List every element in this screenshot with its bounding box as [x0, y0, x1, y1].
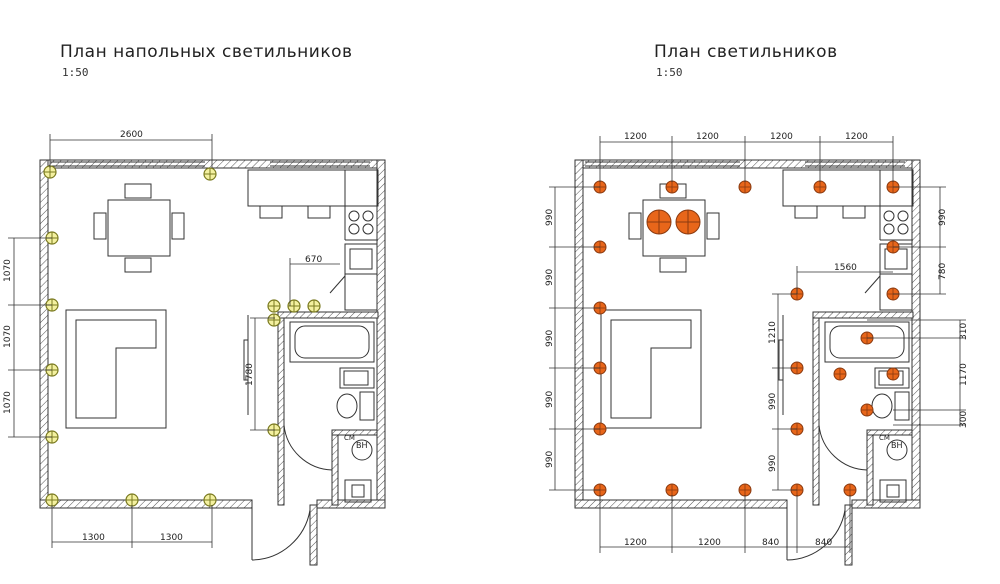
ceiling-fixture — [843, 483, 857, 497]
right-meter-label: CM — [879, 434, 890, 442]
dim-right-bottom-1: 1200 — [624, 538, 647, 548]
left-boiler-label: BH — [356, 441, 368, 450]
dim-right-bath-1: 310 — [959, 323, 969, 340]
ceiling-fixture — [665, 483, 679, 497]
left-plan-scale: 1:50 — [62, 66, 89, 79]
left-plan-title: План напольных светильников — [60, 42, 353, 62]
right-plan-title: План светильников — [654, 42, 838, 62]
floor-fixture — [203, 167, 217, 181]
dim-right-top-4: 1200 — [845, 132, 868, 142]
dim-left-v1: 1070 — [3, 259, 13, 282]
floor-fixture — [267, 313, 281, 327]
dim-right-bottom-4: 840 — [815, 538, 832, 548]
right-plan-scale: 1:50 — [656, 66, 683, 79]
dim-right-kitchen-offset: 1560 — [834, 263, 857, 273]
dim-right-right-top-1: 990 — [938, 209, 948, 226]
left-dimension-lines — [8, 134, 340, 548]
dim-left-v2: 1070 — [3, 325, 13, 348]
dim-right-top-1: 1200 — [624, 132, 647, 142]
dim-right-inner-1: 1210 — [768, 321, 778, 344]
dim-left-kitchen-offset: 670 — [305, 255, 322, 265]
dim-right-left-3: 990 — [545, 330, 555, 347]
right-dimension-labels: 1200 1200 1200 1200 990 990 990 990 990 … — [545, 132, 969, 548]
left-dimension-labels: 2600 1070 1070 1070 670 1780 1300 1300 — [3, 130, 322, 543]
ceiling-fixture — [833, 367, 847, 381]
floor-fixture — [267, 299, 281, 313]
ceiling-fixture — [860, 403, 874, 417]
floor-fixture — [45, 493, 59, 507]
dim-left-bottom-2: 1300 — [160, 533, 183, 543]
dim-right-inner-2: 990 — [768, 393, 778, 410]
ceiling-fixture — [886, 367, 900, 381]
dim-left-v3: 1070 — [3, 391, 13, 414]
ceiling-pendant-large — [675, 209, 701, 235]
right-dimension-lines — [549, 136, 966, 553]
ceiling-pendant-large — [646, 209, 672, 235]
floor-fixture — [125, 493, 139, 507]
dim-right-left-4: 990 — [545, 391, 555, 408]
right-floor-plan — [574, 159, 921, 566]
dim-right-left-1: 990 — [545, 209, 555, 226]
dim-left-bottom-1: 1300 — [82, 533, 105, 543]
ceiling-fixture — [738, 483, 752, 497]
dim-right-bottom-2: 1200 — [698, 538, 721, 548]
dim-right-right-top-2: 780 — [938, 263, 948, 280]
dim-right-bottom-3: 840 — [762, 538, 779, 548]
dim-left-wall-span: 1780 — [245, 363, 255, 386]
left-meter-label: CM — [344, 434, 355, 442]
floor-fixture — [203, 493, 217, 507]
dim-left-top: 2600 — [120, 130, 143, 140]
ceiling-fixture — [738, 180, 752, 194]
right-boiler-label: BH — [891, 441, 903, 450]
ceiling-fixture — [665, 180, 679, 194]
dim-right-top-3: 1200 — [770, 132, 793, 142]
dim-right-left-2: 990 — [545, 269, 555, 286]
dim-right-bath-3: 300 — [959, 411, 969, 428]
dim-right-top-2: 1200 — [696, 132, 719, 142]
ceiling-fixture — [813, 180, 827, 194]
dim-right-left-5: 990 — [545, 451, 555, 468]
dim-right-bath-2: 1170 — [959, 363, 969, 386]
ceiling-fixtures-right — [593, 180, 900, 497]
floor-fixture — [307, 299, 321, 313]
dim-right-inner-3: 990 — [768, 455, 778, 472]
